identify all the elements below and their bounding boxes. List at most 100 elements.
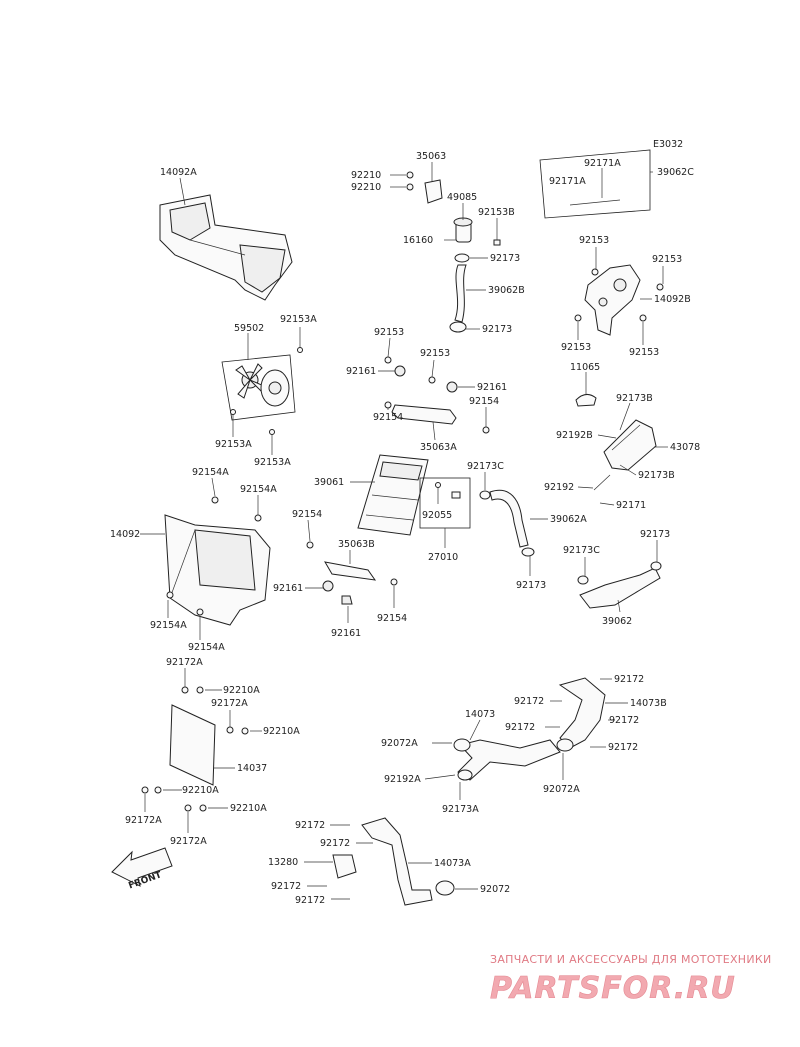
part-label: 92154A xyxy=(188,642,225,653)
switch-27010-shape xyxy=(419,477,471,529)
bolt-92154b-shape xyxy=(390,578,398,586)
cap-11065-shape xyxy=(575,394,597,407)
part-label: 92072A xyxy=(381,738,418,749)
part-label: 39062A xyxy=(550,514,587,525)
part-label: 92153 xyxy=(579,235,609,246)
nut-92161-shape xyxy=(322,580,334,592)
cap-16160-shape xyxy=(453,217,473,243)
part-label: 92153A xyxy=(280,314,317,325)
nut-92161b-shape xyxy=(341,595,353,605)
part-label: 92210 xyxy=(351,170,381,181)
part-label: 92153 xyxy=(420,348,450,359)
part-label: 92192B xyxy=(556,430,593,441)
part-label: 14073B xyxy=(630,698,667,709)
watermark-logo: PARTSFOR.RU xyxy=(490,971,736,1006)
part-label: 92154A xyxy=(150,620,187,631)
diagram-code: E3032 xyxy=(653,139,683,150)
fan-59502-shape xyxy=(221,347,303,435)
part-label: 59502 xyxy=(234,323,264,334)
part-label: 92173 xyxy=(516,580,546,591)
part-label: 92161 xyxy=(477,382,507,393)
part-label: 92172 xyxy=(320,838,350,849)
front-arrow: FRONT xyxy=(111,847,173,891)
part-label: 92154 xyxy=(377,613,407,624)
part-label: 39062C xyxy=(657,167,694,178)
part-label: 92154 xyxy=(373,412,403,423)
fasteners-center-shape xyxy=(384,356,490,434)
part-label: 92172 xyxy=(271,881,301,892)
bolt-92154-shape xyxy=(306,541,314,549)
box-39062C-shape xyxy=(539,149,651,219)
part-label: 92172 xyxy=(505,722,535,733)
part-label: 92154 xyxy=(292,509,322,520)
part-label: 92173 xyxy=(640,529,670,540)
part-label: 92153 xyxy=(629,347,659,358)
duct-14073B-shape xyxy=(556,677,606,752)
part-label: 92192A xyxy=(384,774,421,785)
bracket-35063A-shape xyxy=(391,404,457,425)
part-label: 92172 xyxy=(295,895,325,906)
part-label: 14073A xyxy=(434,858,471,869)
part-label: 92153A xyxy=(254,457,291,468)
part-label: 39061 xyxy=(314,477,344,488)
bracket-35063B-shape xyxy=(324,561,377,581)
part-label: 49085 xyxy=(447,192,477,203)
part-label: 11065 xyxy=(570,362,600,373)
part-label: 39062 xyxy=(602,616,632,627)
part-label: 92173B xyxy=(638,470,675,481)
part-label: 92172A xyxy=(170,836,207,847)
bracket-35063-shape xyxy=(406,171,443,204)
part-label: 92210A xyxy=(182,785,219,796)
part-label: 14092 xyxy=(110,529,140,540)
part-label: 92154A xyxy=(192,467,229,478)
watermark: ЗАПЧАСТИ И АКСЕССУАРЫ ДЛЯ МОТОТЕХНИКИ PA… xyxy=(490,953,772,1006)
part-label: 92173B xyxy=(616,393,653,404)
part-label: 92172 xyxy=(295,820,325,831)
duct-14073A-shape xyxy=(332,817,455,906)
part-label: 92072A xyxy=(543,784,580,795)
part-label: 92172 xyxy=(608,742,638,753)
part-label: 92055 xyxy=(422,510,452,521)
part-label: 92161 xyxy=(331,628,361,639)
part-label: 92172 xyxy=(514,696,544,707)
part-label: 27010 xyxy=(428,552,458,563)
part-label: 92172A xyxy=(125,815,162,826)
part-label: 92161 xyxy=(346,366,376,377)
part-label: 92173C xyxy=(563,545,600,556)
part-label: 92153 xyxy=(374,327,404,338)
part-label: 14092A xyxy=(160,167,197,178)
shroud-14092-shape xyxy=(164,496,271,626)
part-label: 92173A xyxy=(442,804,479,815)
part-label: 92210A xyxy=(263,726,300,737)
part-label: 14073 xyxy=(465,709,495,720)
part-label: 92192 xyxy=(544,482,574,493)
bracket-14092B-shape xyxy=(574,264,664,336)
part-label: 92154 xyxy=(469,396,499,407)
part-label: 92072 xyxy=(480,884,510,895)
part-label: 35063B xyxy=(338,539,375,550)
part-label: 92153 xyxy=(652,254,682,265)
part-label: 92154A xyxy=(240,484,277,495)
part-label: 92171A xyxy=(584,158,621,169)
part-label: 92171 xyxy=(616,500,646,511)
part-label: 35063 xyxy=(416,151,446,162)
part-label: 92153A xyxy=(215,439,252,450)
part-label: 92173 xyxy=(490,253,520,264)
part-label: 14037 xyxy=(237,763,267,774)
part-label: 92210A xyxy=(223,685,260,696)
panel-14037-shape xyxy=(141,686,249,812)
clip-92153B-shape xyxy=(493,239,501,246)
part-label: 39062B xyxy=(488,285,525,296)
tank-43078-shape xyxy=(593,419,657,491)
part-label: 92172A xyxy=(166,657,203,668)
part-label: 92210 xyxy=(351,182,381,193)
part-label: 92172A xyxy=(211,698,248,709)
part-label: 92173 xyxy=(482,324,512,335)
part-label: 92172 xyxy=(609,715,639,726)
part-label: 43078 xyxy=(670,442,700,453)
part-label: 92210A xyxy=(230,803,267,814)
part-label: 92153 xyxy=(561,342,591,353)
part-label: 13280 xyxy=(268,857,298,868)
